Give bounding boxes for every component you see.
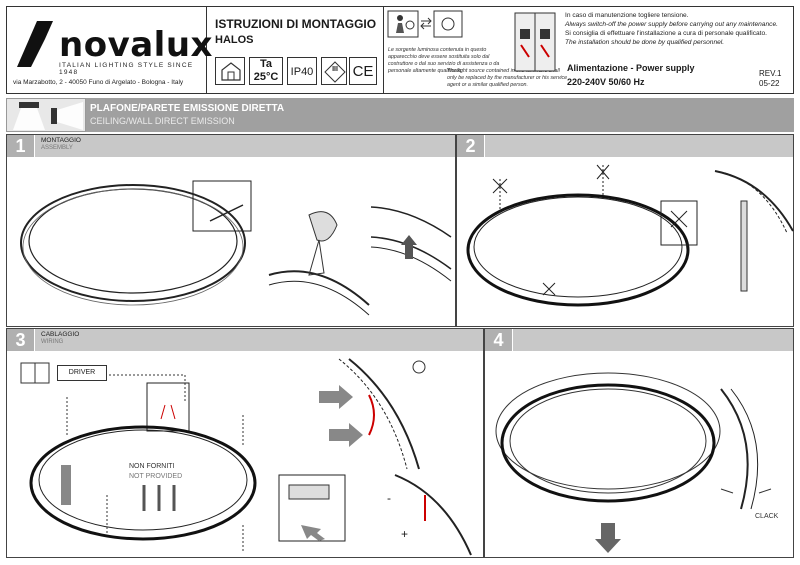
section-subtitle: CEILING/WALL DIRECT EMISSION (90, 116, 235, 126)
hand-assembly-icon (268, 211, 370, 316)
ring-fixing-drawing (466, 164, 698, 307)
title-block: ISTRUZIONI DI MONTAGGIO HALOS Ta 25°C IP… (207, 7, 383, 93)
warning-it-1: In caso di manutenzione togliere tension… (565, 12, 689, 19)
step-4-number: 4 (485, 329, 513, 351)
clack-label: CLACK (755, 513, 779, 520)
step-2-panel: 2 (456, 134, 794, 327)
diffuser-fitting-drawing (495, 372, 721, 553)
power-title: Alimentazione - Power supply (567, 63, 695, 73)
product-name: HALOS (215, 34, 254, 46)
step-3-number: 3 (7, 329, 35, 351)
warning-en-1: Always switch-off the power supply befor… (565, 21, 778, 28)
brand-address: via Marzabotto, 2 - 40050 Funo di Argela… (13, 79, 184, 86)
step-1-label: MONTAGGIO (41, 137, 81, 144)
document-header: novalux ITALIAN LIGHTING STYLE SINCE 194… (6, 6, 794, 94)
swap-arrows-icon (420, 17, 432, 30)
novalux-logo-icon (17, 21, 53, 67)
warning-it-2: Si consiglia di effettuare l'installazio… (565, 30, 768, 37)
ta-value: 25°C (253, 71, 279, 83)
class-iii-label: III (332, 66, 338, 73)
ring-lamp-drawing (20, 180, 252, 306)
emission-icons (6, 98, 86, 132)
brand-name: novalux (59, 25, 213, 65)
anchor-screws-icon (142, 485, 176, 511)
step-4-header: 4 (485, 329, 793, 351)
step-1-label-en: ASSEMBLY (41, 145, 73, 151)
warnings-block: In caso di manutenzione togliere tension… (565, 11, 793, 47)
polarity-detail-icon (394, 474, 472, 556)
wiring-drawing (29, 374, 257, 551)
not-provided-en: NOT PROVIDED (129, 473, 183, 480)
terminal-box-icon (278, 474, 346, 542)
step-1-number: 1 (7, 135, 35, 157)
section-title: PLAFONE/PARETE EMISSIONE DIRETTA (90, 103, 285, 114)
step-2-number: 2 (457, 135, 485, 157)
connector-detail-icon (319, 358, 426, 470)
driver-label: DRIVER (57, 365, 107, 381)
step-3-panel: 3 CABLAGGIO WIRING DRIVER NON FORNITI NO… (6, 328, 484, 558)
doc-title: ISTRUZIONI DI MONTAGGIO (215, 17, 377, 31)
not-provided-it: NON FORNITI (129, 463, 175, 470)
ceiling-emission-icon (13, 102, 45, 130)
minus-label: - (387, 491, 391, 505)
screw-detail-icon (714, 170, 794, 292)
wall-emission-icon (51, 102, 83, 130)
ta-badge: Ta 25°C (249, 57, 283, 85)
indoor-icon (215, 57, 245, 85)
light-source-note-it: Le sorgente luminosa contenuta in questo… (388, 47, 500, 74)
step-2-header: 2 (457, 135, 793, 157)
class-iii-icon: III (321, 57, 347, 85)
step-3-label: CABLAGGIO (41, 331, 80, 338)
ce-mark: CE (349, 57, 377, 85)
step-1-panel: 1 MONTAGGIO ASSEMBLY (6, 134, 456, 327)
light-source-note-en: The light source contained in this lumin… (447, 68, 568, 88)
insert-arrow-icon (370, 206, 452, 282)
revision: REV.1 (759, 69, 782, 78)
step-1-header: 1 MONTAGGIO ASSEMBLY (7, 135, 455, 157)
manual-book-icon (20, 362, 50, 384)
ta-label: Ta (259, 58, 273, 70)
light-source-icons: Le sorgente luminosa contenuta in questo… (383, 7, 499, 93)
person-replace-icon (387, 10, 419, 38)
ip-badge: IP40 (287, 57, 317, 85)
brand-block: novalux ITALIAN LIGHTING STYLE SINCE 194… (7, 7, 212, 93)
snap-detail-icon (720, 388, 772, 510)
warning-en-2: The installation should be done by quali… (565, 39, 725, 46)
step-4-panel: 4 CLACK (484, 328, 794, 558)
power-value: 220-240V 50/60 Hz (567, 77, 645, 87)
step-3-label-en: WIRING (41, 339, 64, 345)
revision-date: 05-22 (759, 79, 780, 88)
section-bar: PLAFONE/PARETE EMISSIONE DIRETTA CEILING… (6, 98, 794, 132)
step-3-header: 3 CABLAGGIO WIRING (7, 329, 483, 351)
plus-label: + (401, 527, 409, 541)
breaker-icon (514, 12, 556, 72)
led-replace-icon (433, 10, 463, 38)
brand-tagline: ITALIAN LIGHTING STYLE SINCE 1948 (59, 62, 194, 76)
